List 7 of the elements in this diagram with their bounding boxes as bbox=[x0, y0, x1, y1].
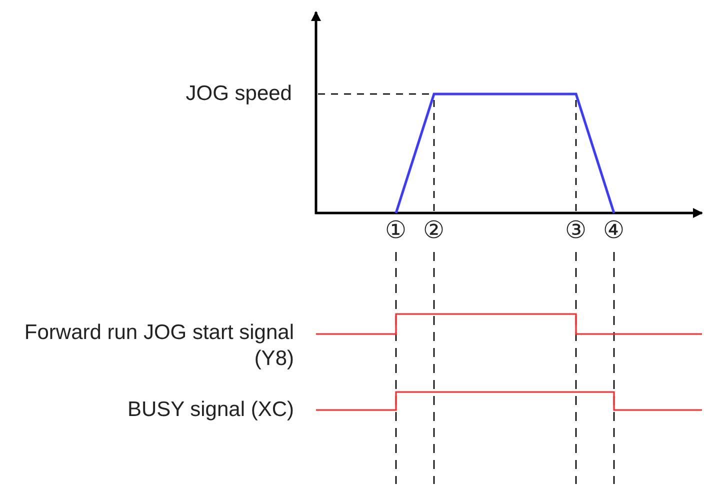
callout-number: ③ bbox=[564, 218, 588, 244]
callout-number: ② bbox=[422, 218, 446, 244]
axis-label: JOG speed bbox=[186, 81, 292, 107]
callout-number: ① bbox=[384, 218, 408, 244]
signal-label: BUSY signal (XC) bbox=[127, 397, 294, 423]
signal-label: Forward run JOG start signal (Y8) bbox=[23, 320, 294, 372]
callout-number: ④ bbox=[602, 218, 626, 244]
